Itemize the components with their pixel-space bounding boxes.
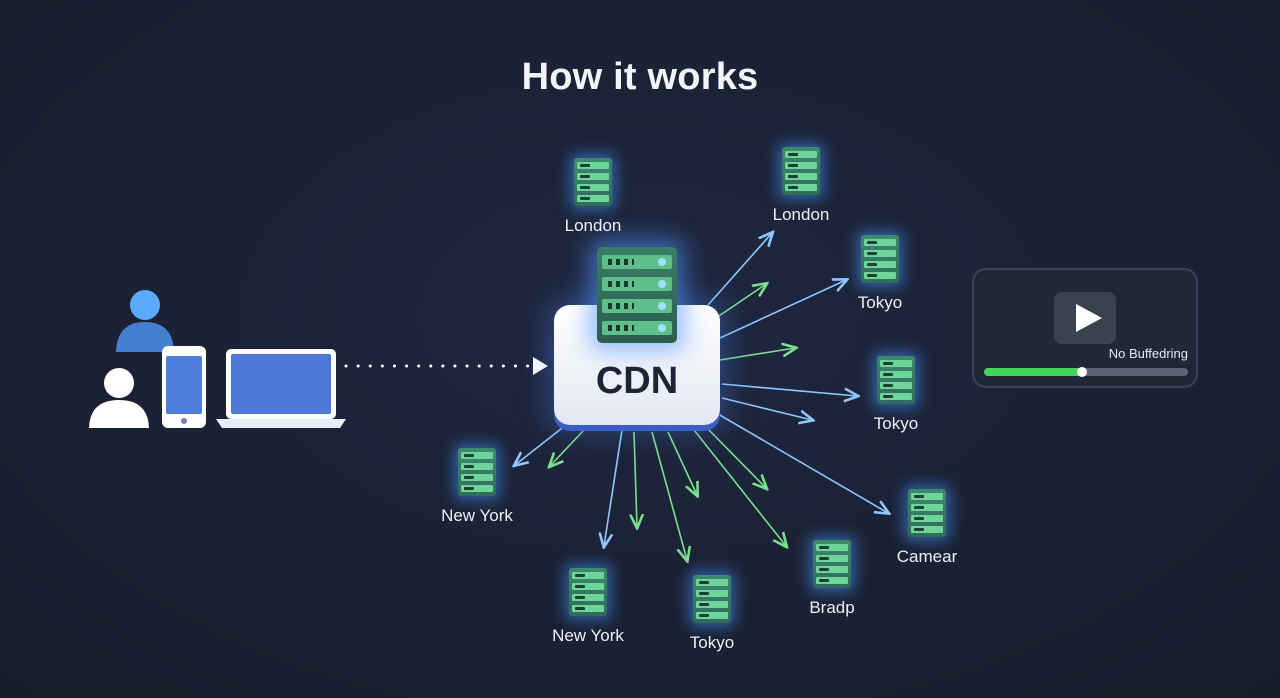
buffer-status: No Buffedring xyxy=(1108,346,1188,361)
edge-node: New York xyxy=(407,448,547,526)
server-icon xyxy=(877,356,915,404)
phone-icon xyxy=(162,346,206,428)
edge-node: Tokyo xyxy=(826,356,966,434)
node-label: London xyxy=(772,205,830,224)
node-label: Bradp xyxy=(809,598,855,617)
laptop-icon xyxy=(216,349,346,428)
server-icon xyxy=(569,568,607,616)
edge-node: Bradp xyxy=(762,540,902,618)
edge-node: Tokyo xyxy=(810,235,950,313)
edge-node: Tokyo xyxy=(642,575,782,653)
node-label: London xyxy=(564,216,622,235)
node-label: New York xyxy=(552,626,624,645)
user-devices xyxy=(89,290,346,428)
server-icon xyxy=(861,235,899,283)
device-to-cdn-dotted-line xyxy=(344,357,548,375)
server-icon xyxy=(574,158,612,206)
progress-bar[interactable] xyxy=(984,367,1188,377)
node-label: New York xyxy=(441,506,513,525)
play-button[interactable] xyxy=(1054,292,1116,344)
user-icon-blue xyxy=(116,290,174,352)
page-title: How it works xyxy=(521,56,759,98)
node-label: Tokyo xyxy=(689,633,735,652)
node-label: Tokyo xyxy=(857,293,903,312)
edge-node: London xyxy=(731,147,871,225)
edge-node: Camear xyxy=(857,489,997,567)
server-icon xyxy=(908,489,946,537)
cdn-label: CDN xyxy=(595,360,679,402)
server-icon xyxy=(782,147,820,195)
arrowhead-icon xyxy=(533,357,548,375)
node-label: Camear xyxy=(896,547,958,566)
progress-fill xyxy=(984,368,1082,376)
node-label: Tokyo xyxy=(873,414,919,433)
server-icon xyxy=(813,540,851,588)
edge-node: New York xyxy=(518,568,658,646)
progress-knob[interactable] xyxy=(1076,367,1087,377)
user-icon-white xyxy=(89,368,149,428)
cdn-server-icon xyxy=(597,247,677,343)
edge-node: London xyxy=(523,158,663,236)
server-icon xyxy=(458,448,496,496)
server-icon xyxy=(693,575,731,623)
